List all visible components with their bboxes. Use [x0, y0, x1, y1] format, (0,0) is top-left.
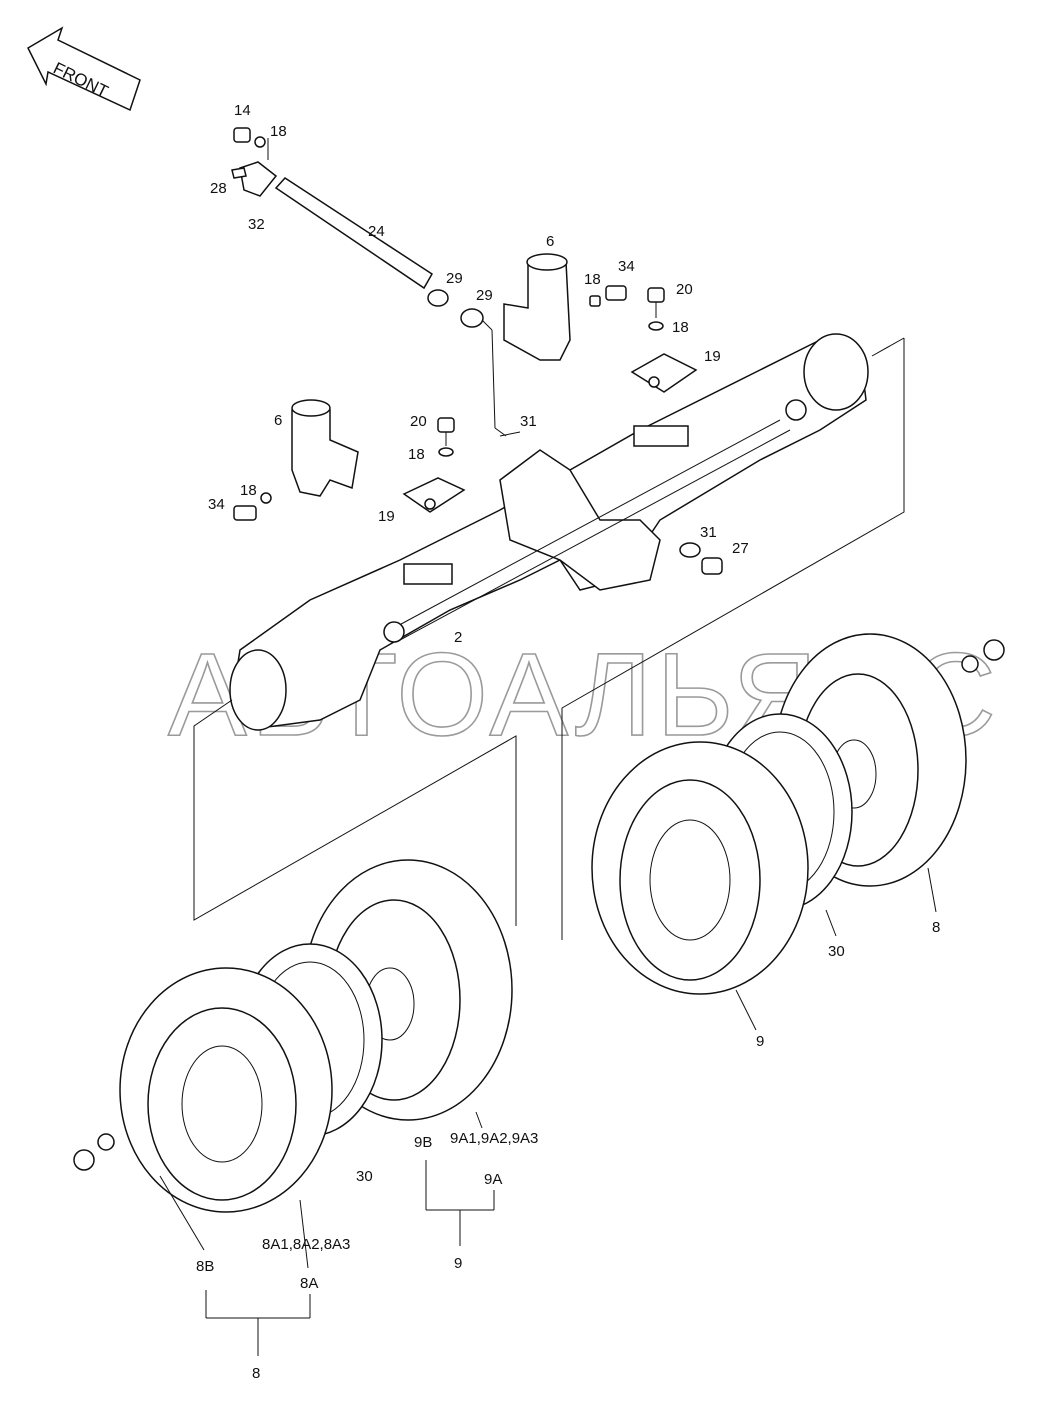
callout-19-right: 19 [704, 348, 721, 365]
callout-9a-group: 9A1,9A2,9A3 [450, 1130, 538, 1147]
callout-19-left: 19 [378, 508, 395, 525]
callout-9-right: 9 [756, 1033, 764, 1050]
callout-29-a: 29 [446, 270, 463, 287]
cylinder-upper [503, 253, 627, 361]
callout-8b-label: 8B [196, 1258, 214, 1275]
mount-hardware [402, 287, 698, 513]
callout-18-right-plate: 18 [672, 319, 689, 336]
steering-rod [231, 127, 507, 437]
callout-8-right: 8 [932, 919, 940, 936]
callout-30-right: 30 [828, 943, 845, 960]
callout-9a-label: 9A [484, 1171, 502, 1188]
callout-6-lower: 6 [274, 412, 282, 429]
callout-34-upper: 34 [618, 258, 635, 275]
callout-9b-label: 9B [414, 1134, 432, 1151]
callout-8a-group: 8A1,8A2,8A3 [262, 1236, 350, 1253]
leader-frames [193, 337, 905, 940]
callout-32: 32 [248, 216, 265, 233]
front-arrow-icon: FRONT [27, 26, 141, 112]
callout-18-lower-cyl: 18 [240, 482, 257, 499]
callout-27: 27 [732, 540, 749, 557]
callout-8a-label: 8A [300, 1275, 318, 1292]
callout-29-b: 29 [476, 287, 493, 304]
callout-14: 14 [234, 102, 251, 119]
cylinder-lower [233, 399, 359, 521]
leader-lines [159, 431, 937, 1356]
callout-24: 24 [368, 223, 385, 240]
callout-18-top: 18 [270, 123, 287, 140]
tire-left-outer [73, 967, 333, 1213]
callout-20-left: 20 [410, 413, 427, 430]
callout-18-left-plate: 18 [408, 446, 425, 463]
callout-30-left: 30 [356, 1168, 373, 1185]
callout-28: 28 [210, 180, 227, 197]
axle-housing [229, 333, 869, 731]
callout-34-lower: 34 [208, 496, 225, 513]
callout-9-left: 9 [454, 1255, 462, 1272]
callout-18-upper-cyl: 18 [584, 271, 601, 288]
callout-2: 2 [454, 629, 462, 646]
callout-20-right: 20 [676, 281, 693, 298]
callout-6-upper: 6 [546, 233, 554, 250]
tire-right-inner [591, 741, 809, 995]
callout-31-top: 31 [520, 413, 537, 430]
callout-31-right: 31 [700, 524, 717, 541]
callout-8-left: 8 [252, 1365, 260, 1382]
